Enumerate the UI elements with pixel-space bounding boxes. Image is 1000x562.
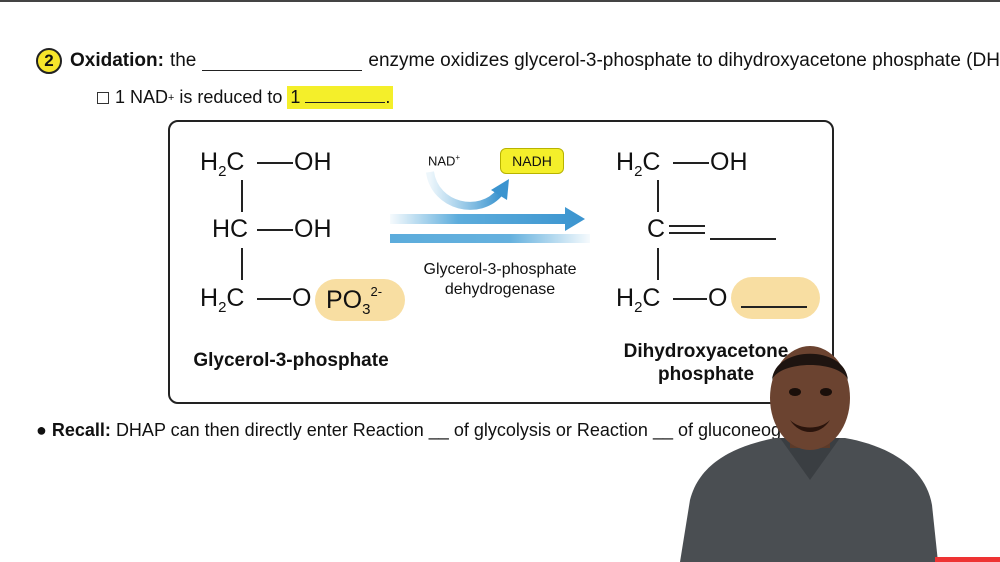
right-bond-3 — [673, 298, 707, 300]
step-heading: 2 Oxidation: the enzyme oxidizes glycero… — [36, 48, 1000, 74]
nad-label: NAD+ — [428, 153, 461, 169]
dhap-label: Dihydroxyacetone phosphate — [606, 340, 806, 386]
presenter-eye-left — [789, 388, 801, 396]
step-number-badge: 2 — [36, 48, 62, 74]
presenter-video-overlay — [680, 346, 938, 562]
nad-curve-arrowhead — [491, 179, 509, 200]
step-text-before: the — [169, 50, 197, 71]
sub-point: 1 NAD+ is reduced to 1. — [97, 86, 394, 109]
reaction-arrow-graphic — [390, 171, 590, 243]
checkbox-icon — [97, 91, 109, 104]
phosphate-highlight — [315, 279, 405, 321]
recall-label: Recall: — [51, 420, 111, 440]
enzyme-blank — [202, 52, 363, 71]
left-bond-1 — [257, 162, 293, 164]
right-vbond-2 — [657, 248, 659, 280]
reaction-panel: H2C OH HC OH H2C O PO32- Glycerol-3-phos… — [168, 120, 834, 404]
dhap-label-line-2: phosphate — [657, 364, 755, 385]
left-vbond-2 — [241, 248, 243, 280]
recall-blank-2: __ — [652, 420, 673, 440]
product-blank — [305, 88, 386, 103]
right-blank-2 — [741, 306, 807, 308]
glycerol-3-phosphate-label: Glycerol-3-phosphate — [193, 350, 389, 371]
left-row3-o: O — [292, 284, 312, 312]
enzyme-label: Glycerol-3-phosphate dehydrogenase — [405, 260, 595, 300]
sub-prefix: 1 NAD — [115, 87, 169, 107]
right-bond-1 — [673, 162, 709, 164]
top-divider — [0, 0, 1000, 2]
right-row2-c: C — [647, 215, 666, 243]
right-row3-o: O — [708, 284, 728, 312]
nad-curve-arrow — [426, 171, 504, 210]
video-progress-strip — [935, 557, 1000, 562]
left-row2-oh: OH — [294, 215, 332, 243]
left-row1-oh: OH — [294, 148, 332, 176]
left-bond-3 — [257, 298, 291, 300]
nadh-badge: NADH — [500, 148, 564, 174]
left-row1-h2c: H2C — [200, 148, 245, 180]
enzyme-line-2: dehydrogenase — [444, 281, 556, 298]
right-double-bond-top — [669, 225, 705, 227]
presenter-head — [770, 346, 850, 450]
step-text-after: enzyme oxidizes glycerol-3-phosphate to … — [368, 50, 1000, 71]
product-highlight-number: 1 — [290, 87, 301, 107]
dhap-label-line-1: Dihydroxyacetone — [623, 341, 789, 362]
left-bond-2 — [257, 229, 293, 231]
presenter-hair — [772, 353, 848, 380]
presenter-beard — [790, 420, 830, 432]
step-title: Oxidation: — [70, 50, 164, 71]
right-vbond-1 — [657, 180, 659, 212]
right-double-bond-bottom — [669, 232, 705, 234]
enzyme-line-1: Glycerol-3-phosphate — [423, 261, 577, 278]
product-highlight: 1. — [287, 86, 394, 109]
sub-middle: is reduced to — [179, 87, 283, 107]
sub-end: . — [385, 87, 391, 107]
right-row1-h2c: H2C — [616, 148, 661, 180]
right-row3-h2c: H2C — [616, 284, 661, 316]
right-blank-1 — [710, 238, 776, 240]
recall-text-1: DHAP can then directly enter Reaction — [115, 420, 424, 440]
left-row2-hc: HC — [212, 215, 249, 243]
recall-blank-1: __ — [428, 420, 449, 440]
presenter-collar — [780, 438, 840, 480]
presenter-shirt — [680, 438, 938, 562]
left-vbond-1 — [241, 180, 243, 212]
sub-sup: + — [168, 91, 175, 104]
phosphate-blank-highlight — [731, 277, 820, 319]
left-row3-h2c: H2C — [200, 284, 245, 316]
bullet-icon: ● — [36, 420, 47, 440]
reverse-band — [390, 234, 590, 243]
recall-text-2: of glycolysis or Reaction — [453, 420, 648, 440]
right-row1-oh: OH — [710, 148, 748, 176]
phosphate-group: PO32- — [326, 284, 383, 318]
forward-arrow — [390, 207, 585, 231]
presenter-eye-right — [820, 388, 832, 396]
